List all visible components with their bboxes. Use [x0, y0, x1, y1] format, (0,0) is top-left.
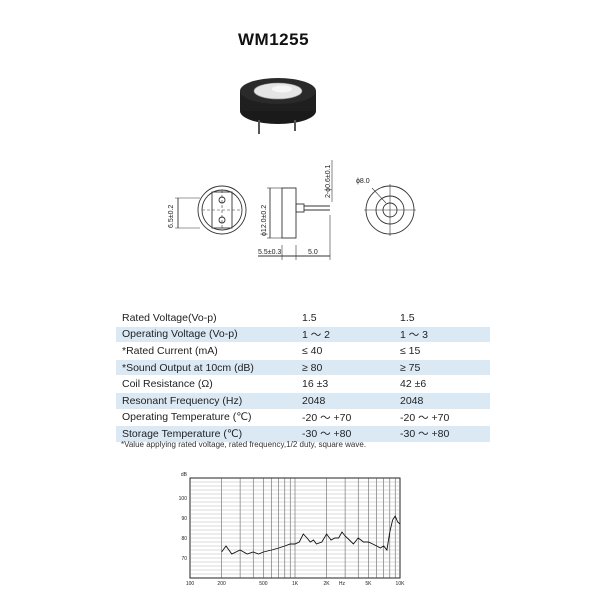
- x-tick-label: 1K: [292, 581, 299, 587]
- x-axis-label: Hz: [339, 581, 346, 587]
- spec-value-2: 2048: [394, 392, 490, 410]
- spec-label: Operating Voltage (Vo-p): [116, 326, 296, 344]
- spec-value-2: ≥ 75: [394, 359, 490, 377]
- spec-value-2: ≤ 15: [394, 342, 490, 360]
- spec-value-1: -20 ～ +70: [296, 409, 394, 427]
- response-curve: [221, 515, 401, 555]
- y-tick-label: 90: [181, 516, 187, 522]
- dim-hole-diameter: ϕ8.0: [356, 178, 370, 185]
- frequency-response-chart: 100 90 80 70 dB 100 200 500 1K 2K 5K 10K Hz: [179, 472, 406, 587]
- spec-value-1: 1.5: [296, 310, 394, 327]
- x-tick-label: 200: [217, 581, 226, 587]
- product-title: WM1255: [238, 30, 310, 49]
- spec-value-2: -20 ～ +70: [394, 409, 490, 427]
- x-tick-label: 100: [186, 581, 195, 587]
- spec-note: *Value applying rated voltage, rated fre…: [121, 440, 367, 449]
- buzzer-photo: [240, 78, 316, 134]
- spec-row: *Rated Current (mA)≤ 40≤ 15: [116, 342, 490, 360]
- x-tick-label: 500: [259, 581, 268, 587]
- spec-row: Operating Temperature (℃)-20 ～ +70-20 ～ …: [116, 409, 490, 427]
- spec-label: Storage Temperature (℃): [116, 425, 296, 443]
- y-tick-label: 70: [181, 556, 187, 562]
- x-tick-label: 2K: [324, 581, 331, 587]
- spec-value-2: 1.5: [394, 310, 490, 327]
- spec-label: *Rated Current (mA): [116, 342, 296, 360]
- spec-value-1: -30 ～ +80: [296, 425, 394, 443]
- x-tick-label: 10K: [396, 581, 406, 587]
- spec-label: Coil Resistance (Ω): [116, 375, 296, 393]
- spec-row: *Sound Output at 10cm (dB)≥ 80≥ 75: [116, 359, 490, 377]
- spec-label: *Sound Output at 10cm (dB): [116, 359, 296, 377]
- spec-label: Rated Voltage(Vo-p): [116, 310, 296, 327]
- dim-body-height: 5.5±0.3: [258, 249, 281, 256]
- dim-pin-diameter: 2-ϕ0.6±0.1: [325, 164, 332, 198]
- dimension-drawings: 6.5±0.2 ϕ12.0±0.2 2-ϕ0.6±0.1 ϕ8.0 5.5±0.…: [168, 160, 416, 260]
- spec-row: Storage Temperature (℃)-30 ～ +80-30 ～ +8…: [116, 425, 490, 443]
- spec-value-1: ≥ 80: [296, 359, 394, 377]
- dim-diameter-side: ϕ12.0±0.2: [261, 205, 268, 236]
- spec-value-1: 16 ±3: [296, 375, 394, 393]
- spec-value-2: 1 ～ 3: [394, 326, 490, 344]
- y-axis-label: dB: [181, 472, 188, 478]
- y-tick-label: 100: [179, 496, 188, 502]
- spec-value-2: 42 ±6: [394, 375, 490, 393]
- spec-label: Resonant Frequency (Hz): [116, 392, 296, 410]
- spec-value-1: ≤ 40: [296, 342, 394, 360]
- spec-value-1: 1 ～ 2: [296, 326, 394, 344]
- y-tick-label: 80: [181, 536, 187, 542]
- spec-value-1: 2048: [296, 392, 394, 410]
- spec-value-2: -30 ～ +80: [394, 425, 490, 443]
- x-tick-label: 5K: [365, 581, 372, 587]
- dim-pin-length: 5.0: [308, 249, 318, 256]
- dim-height-left: 6.5±0.2: [168, 205, 175, 228]
- spec-label: Operating Temperature (℃): [116, 409, 296, 427]
